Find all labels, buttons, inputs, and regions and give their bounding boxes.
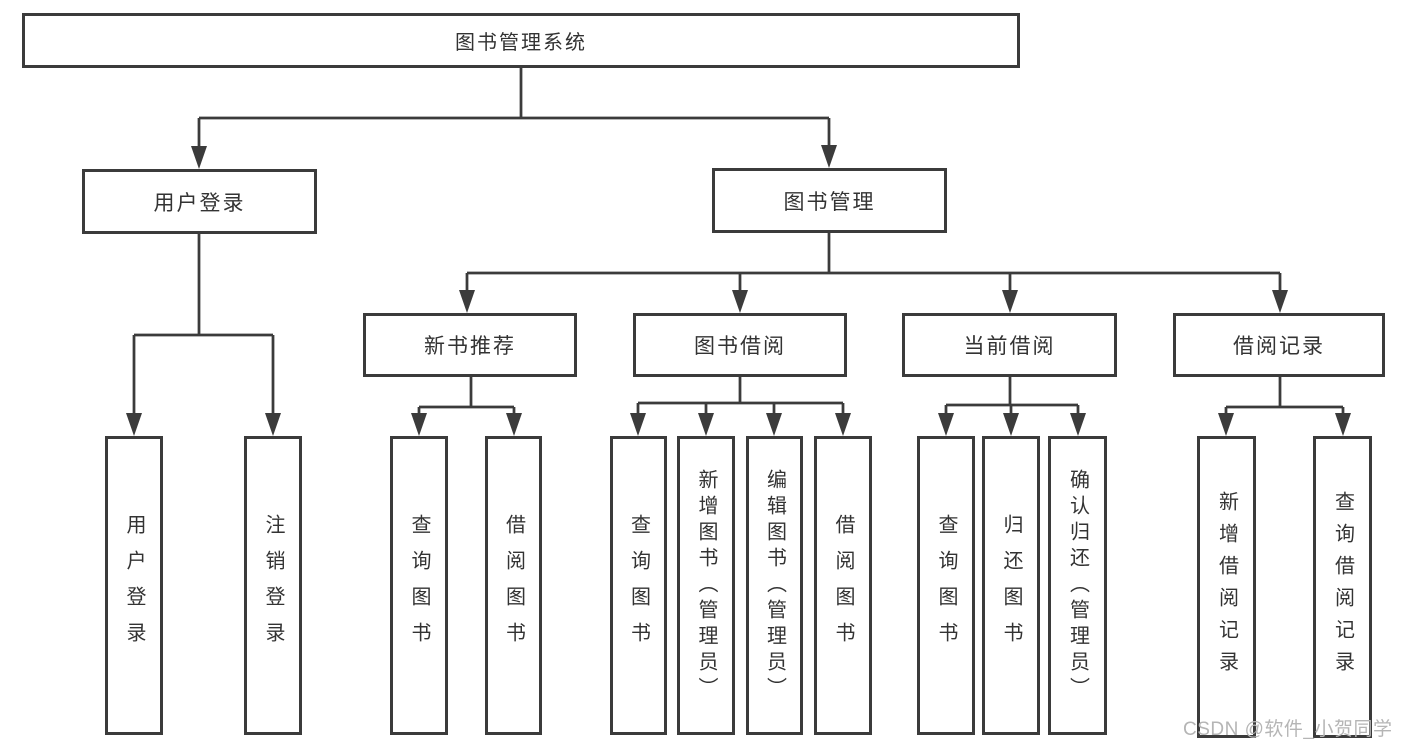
leaf-recommend-query-books: 查询图书 [390,436,448,735]
node-current-borrowing-label: 当前借阅 [963,335,1056,358]
node-new-book-recommend: 新书推荐 [363,313,577,377]
leaf-user-login: 用户登录 [105,436,163,735]
node-new-book-recommend-label: 新书推荐 [424,335,516,358]
node-book-management-label: 图书管理 [783,190,876,214]
leaf-logout-label: 注销登录 [262,513,284,658]
node-book-borrowing-label: 图书借阅 [694,335,786,358]
leaf-recommend-query-books-label: 查询图书 [408,513,430,658]
leaf-borrowing-query-books: 查询图书 [610,436,667,735]
node-user-login: 用户登录 [82,169,317,234]
node-root: 图书管理系统 [22,13,1020,68]
leaf-borrowing-borrow-books: 借阅图书 [814,436,872,735]
leaf-current-confirm-return-label: 确认归还（管理员） [1066,468,1089,703]
leaf-current-confirm-return: 确认归还（管理员） [1048,436,1107,735]
leaf-recommend-borrow-books-label: 借阅图书 [502,513,525,658]
node-user-login-label: 用户登录 [153,191,246,215]
node-root-label: 图书管理系统 [455,32,587,54]
leaf-borrowing-edit-books-label: 编辑图书（管理员） [763,468,786,703]
leaf-borrowing-edit-books: 编辑图书（管理员） [746,436,803,735]
node-borrowing-records-label: 借阅记录 [1233,335,1325,358]
leaf-borrowing-query-books-label: 查询图书 [627,513,650,658]
node-current-borrowing: 当前借阅 [902,313,1117,377]
leaf-records-query-record-label: 查询借阅记录 [1331,491,1354,683]
leaf-current-return-books: 归还图书 [982,436,1040,735]
leaf-borrowing-add-books-label: 新增图书（管理员） [695,468,717,703]
leaf-records-add-record: 新增借阅记录 [1197,436,1256,738]
leaf-current-query-books: 查询图书 [917,436,975,735]
leaf-current-query-books-label: 查询图书 [935,513,957,658]
leaf-user-login-label: 用户登录 [123,513,145,658]
node-borrowing-records: 借阅记录 [1173,313,1385,377]
leaf-borrowing-borrow-books-label: 借阅图书 [832,513,854,658]
node-book-management: 图书管理 [712,168,947,233]
leaf-records-add-record-label: 新增借阅记录 [1215,491,1238,683]
leaf-borrowing-add-books: 新增图书（管理员） [677,436,735,735]
watermark-text: CSDN @软件_小贺同学 [1183,719,1393,740]
leaf-recommend-borrow-books: 借阅图书 [485,436,542,735]
leaf-current-return-books-label: 归还图书 [1000,513,1022,658]
leaf-records-query-record: 查询借阅记录 [1313,436,1372,738]
node-book-borrowing: 图书借阅 [633,313,847,377]
leaf-logout: 注销登录 [244,436,302,735]
